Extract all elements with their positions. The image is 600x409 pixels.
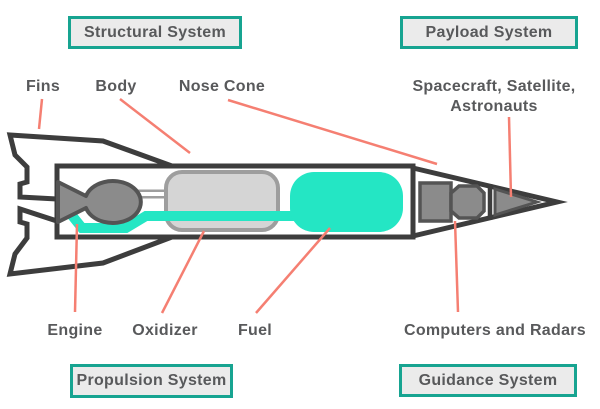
leader-lines bbox=[37, 98, 513, 314]
fuel-pipe bbox=[62, 204, 296, 233]
computer-box-shape bbox=[418, 181, 453, 223]
leader-line-oxidizer bbox=[160, 230, 206, 314]
payload-items-label: Spacecraft, Satellite, Astronauts bbox=[399, 77, 589, 117]
leader-line-fuel bbox=[255, 227, 331, 314]
computers-label: Computers and Radars bbox=[403, 322, 587, 339]
propulsion-system-box: Propulsion System bbox=[70, 364, 233, 398]
payload-items-label-line2: Astronauts bbox=[450, 98, 538, 115]
leader-line-fins bbox=[37, 98, 44, 130]
structural-system-box: Structural System bbox=[68, 16, 242, 49]
leader-line-nose-cone bbox=[227, 98, 438, 166]
oxidizer-tank bbox=[164, 170, 280, 232]
guidance-system-box: Guidance System bbox=[399, 364, 577, 397]
payload-items-label-line1: Spacecraft, Satellite, bbox=[412, 78, 576, 95]
fuel-tank bbox=[290, 172, 403, 232]
leader-line-spacecraft bbox=[507, 116, 513, 198]
nose-cone-label: Nose Cone bbox=[178, 78, 266, 95]
payload-system-box: Payload System bbox=[400, 16, 578, 49]
body-label: Body bbox=[95, 78, 137, 95]
engine-label: Engine bbox=[47, 322, 103, 339]
leader-line-engine bbox=[73, 223, 79, 313]
engine-shape bbox=[56, 179, 143, 225]
fuel-label: Fuel bbox=[237, 322, 273, 339]
fins-label: Fins bbox=[25, 78, 61, 95]
oxidizer-label: Oxidizer bbox=[132, 322, 198, 339]
leader-line-computers bbox=[453, 220, 460, 313]
spacecraft-triangle-shape bbox=[493, 186, 543, 218]
leader-line-body bbox=[119, 98, 191, 154]
radar-octagon-shape bbox=[449, 184, 486, 220]
